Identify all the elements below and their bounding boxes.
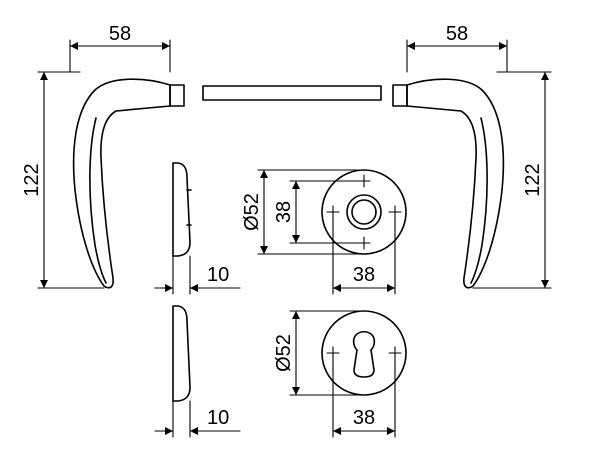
dim-label-right-122: 122: [522, 163, 544, 196]
spindle: [202, 85, 382, 101]
escutcheon-side-profile: [172, 305, 191, 402]
dim-label-rose-width: 38: [353, 264, 375, 286]
rose-side-profile: [172, 162, 192, 257]
dim-label-rose-thickness: 10: [207, 264, 229, 286]
dim-label-right-58: 58: [446, 23, 468, 45]
dim-label-rose-inner: 38: [273, 201, 295, 223]
dim-label-escutcheon-diameter: Ø52: [273, 334, 295, 372]
cylinder-keyhole: [352, 330, 376, 378]
right-lever-handle: [392, 78, 505, 289]
dim-label-rose-diameter: Ø52: [241, 193, 263, 231]
dim-label-left-122: 122: [21, 163, 43, 196]
left-lever-handle: [72, 78, 185, 289]
dim-label-escutcheon-thickness: 10: [207, 407, 229, 429]
escutcheon-fixing-marks: [326, 346, 402, 360]
rose-fixing-marks: [326, 174, 402, 250]
dim-label-escutcheon-width: 38: [353, 407, 375, 429]
dim-label-left-58: 58: [109, 23, 131, 45]
